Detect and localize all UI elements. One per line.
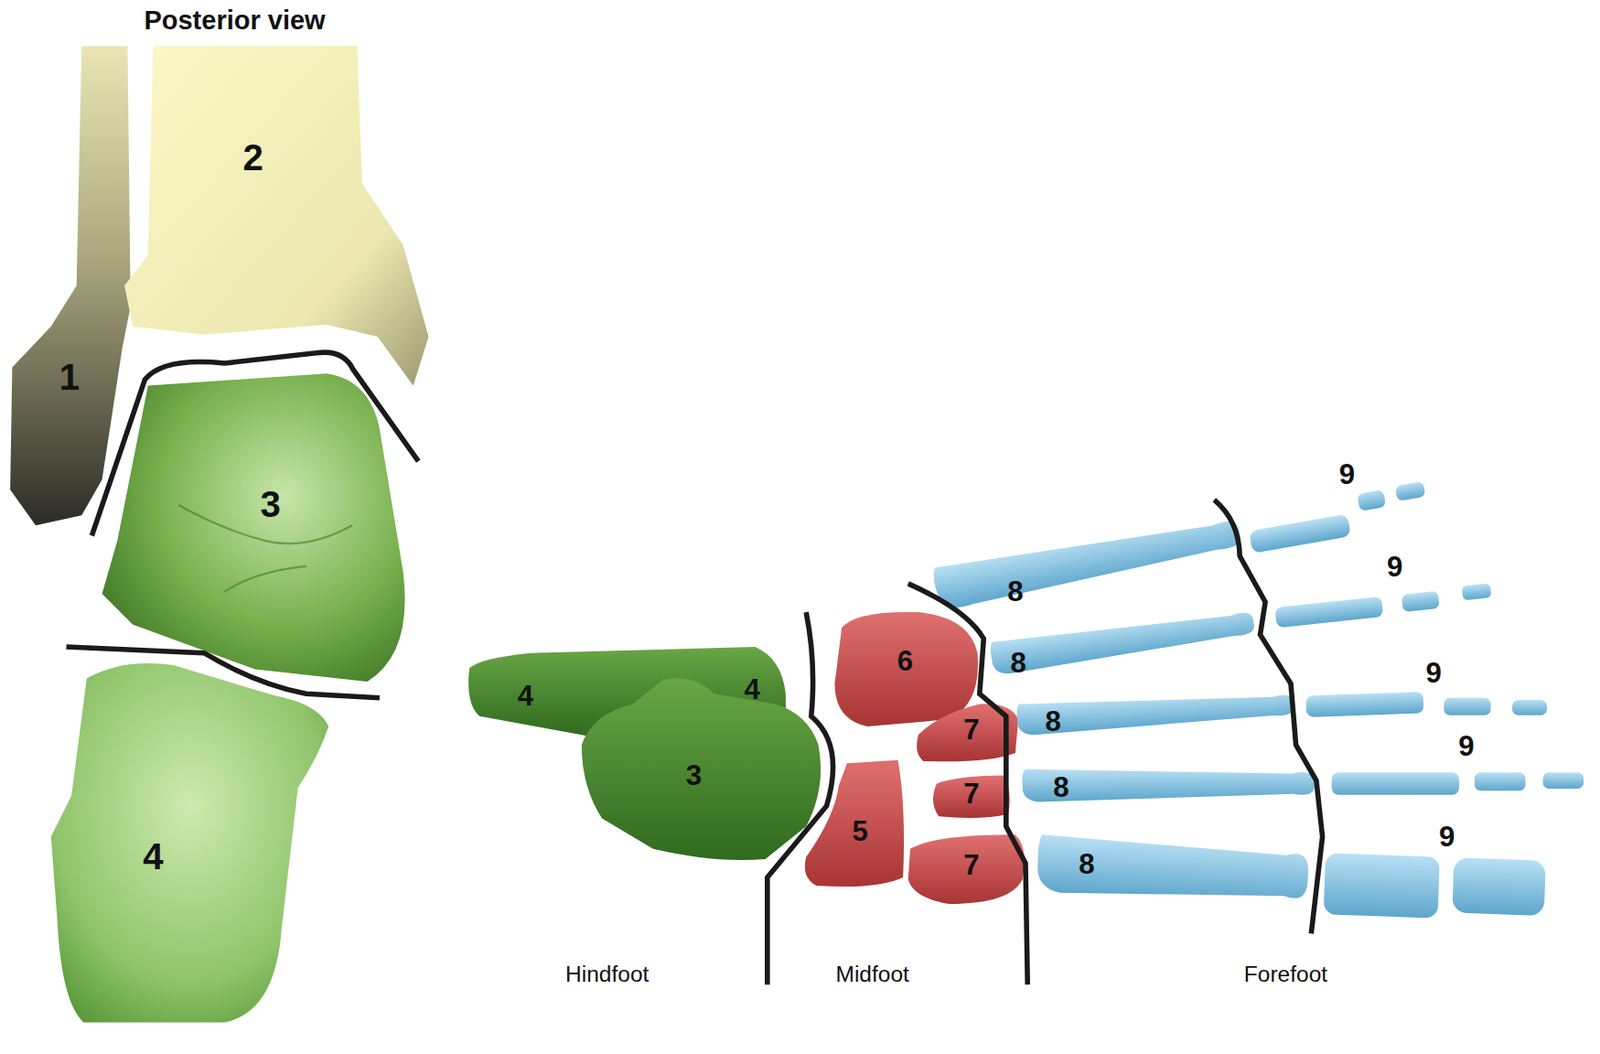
metatarsal	[1021, 767, 1315, 803]
view-title: Posterior view	[143, 7, 325, 34]
metatarsal	[1016, 688, 1295, 736]
callout-number: 8	[1078, 849, 1095, 879]
callout-number: 9	[1425, 659, 1441, 688]
callout-number: 9	[1386, 553, 1403, 582]
tarsal-bone	[834, 612, 978, 727]
callout-number: 4	[517, 681, 534, 710]
metatarsal	[931, 510, 1244, 612]
callout-number: 5	[852, 816, 869, 846]
region-boundary	[908, 583, 1029, 985]
region-label: Hindfoot	[565, 963, 649, 987]
tarsal-bone	[908, 834, 1025, 904]
region-boundary	[767, 612, 834, 985]
callout-number: 8	[1044, 707, 1061, 736]
talus	[581, 677, 821, 860]
callout-number: 3	[259, 486, 280, 524]
callout-number: 7	[963, 715, 979, 744]
metatarsal	[988, 605, 1257, 677]
fibula	[10, 45, 131, 526]
callout-number: 7	[963, 779, 979, 808]
joint-line	[66, 646, 380, 698]
region-boundary	[1213, 499, 1322, 934]
callout-number: 2	[242, 139, 263, 177]
callout-number: 9	[1438, 822, 1455, 851]
callout-number: 3	[686, 761, 702, 790]
callout-number: 4	[142, 838, 163, 876]
metatarsal	[1036, 834, 1311, 905]
callout-number: 8	[1010, 648, 1027, 677]
lateral-view	[468, 481, 1584, 985]
callout-number: 9	[1339, 460, 1355, 489]
joint-line	[91, 352, 419, 536]
phalanges	[1248, 481, 1584, 919]
region-label: Midfoot	[835, 963, 909, 987]
callout-number: 8	[1052, 773, 1069, 802]
talus	[102, 373, 406, 682]
callout-number: 6	[897, 646, 913, 676]
tarsal-bone	[933, 775, 1010, 818]
region-label: Forefoot	[1244, 963, 1328, 987]
calcaneus	[51, 663, 329, 1022]
tarsal-bone	[805, 760, 904, 887]
posterior-view	[10, 45, 429, 1022]
callout-number: 7	[963, 850, 979, 880]
callout-number: 9	[1458, 732, 1474, 762]
callout-number: 8	[1007, 577, 1023, 606]
callout-number: 1	[59, 359, 80, 397]
callout-number: 4	[743, 675, 760, 704]
tibia	[124, 45, 429, 386]
